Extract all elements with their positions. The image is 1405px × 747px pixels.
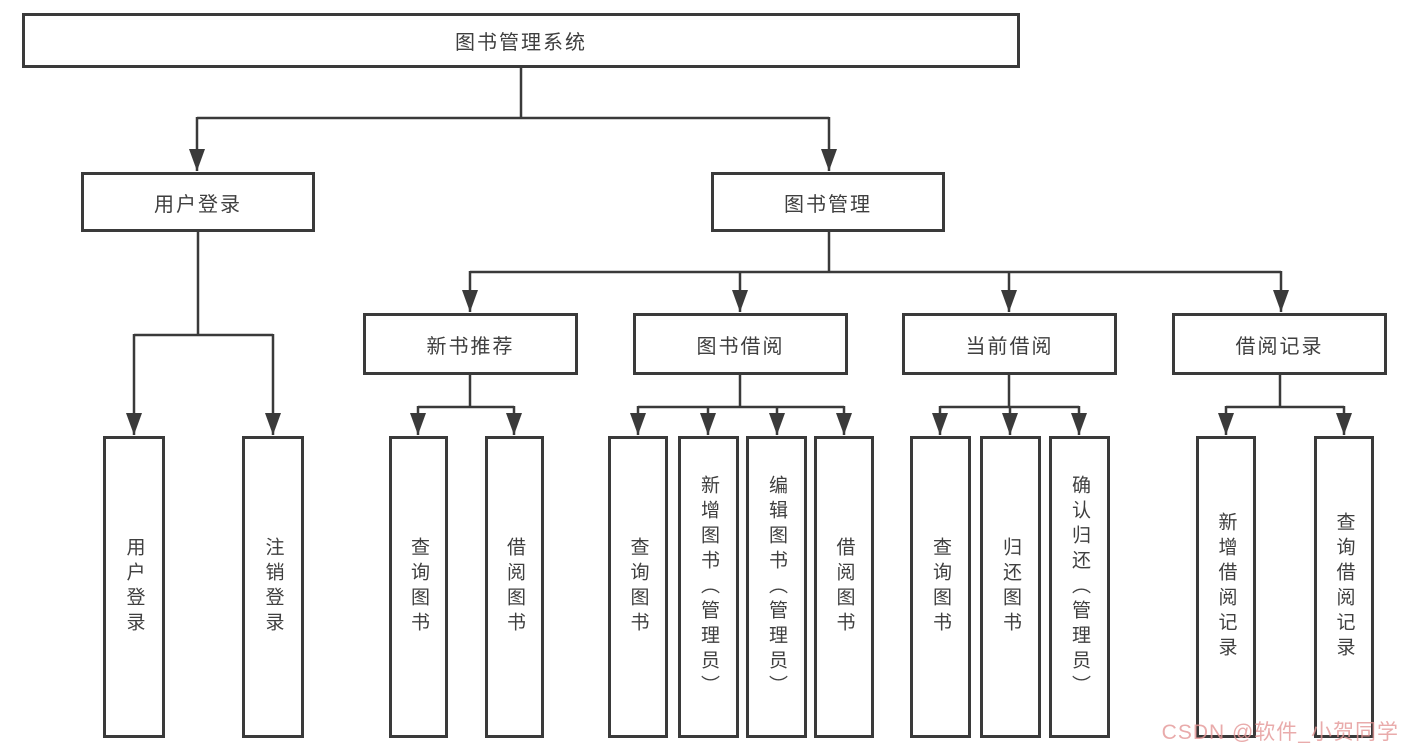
leaf-query-books-current: 查询图书 — [910, 436, 971, 738]
leaf-edit-books-admin: 编辑图书（管理员） — [746, 436, 807, 738]
leaf-add-books-admin: 新增图书（管理员） — [678, 436, 739, 738]
node-borrow-record: 借阅记录 — [1172, 313, 1387, 375]
leaf-borrow-books-recommend: 借阅图书 — [485, 436, 544, 738]
node-book-management: 图书管理 — [711, 172, 945, 232]
node-new-book-recommend: 新书推荐 — [363, 313, 578, 375]
leaf-return-books: 归还图书 — [980, 436, 1041, 738]
leaf-add-borrow-record: 新增借阅记录 — [1196, 436, 1256, 738]
csdn-watermark: CSDN @软件_小贺同学 — [1161, 721, 1399, 744]
node-user-login-group: 用户登录 — [81, 172, 315, 232]
leaf-logout: 注销登录 — [242, 436, 304, 738]
leaf-borrow-books: 借阅图书 — [814, 436, 874, 738]
leaf-user-login: 用户登录 — [103, 436, 165, 738]
node-book-borrow: 图书借阅 — [633, 313, 848, 375]
leaf-query-borrow-record: 查询借阅记录 — [1314, 436, 1374, 738]
node-current-borrow: 当前借阅 — [902, 313, 1117, 375]
leaf-query-books-borrow: 查询图书 — [608, 436, 668, 738]
leaf-confirm-return-admin: 确认归还（管理员） — [1049, 436, 1110, 738]
node-library-management-system: 图书管理系统 — [22, 13, 1020, 68]
leaf-query-books-recommend: 查询图书 — [389, 436, 448, 738]
